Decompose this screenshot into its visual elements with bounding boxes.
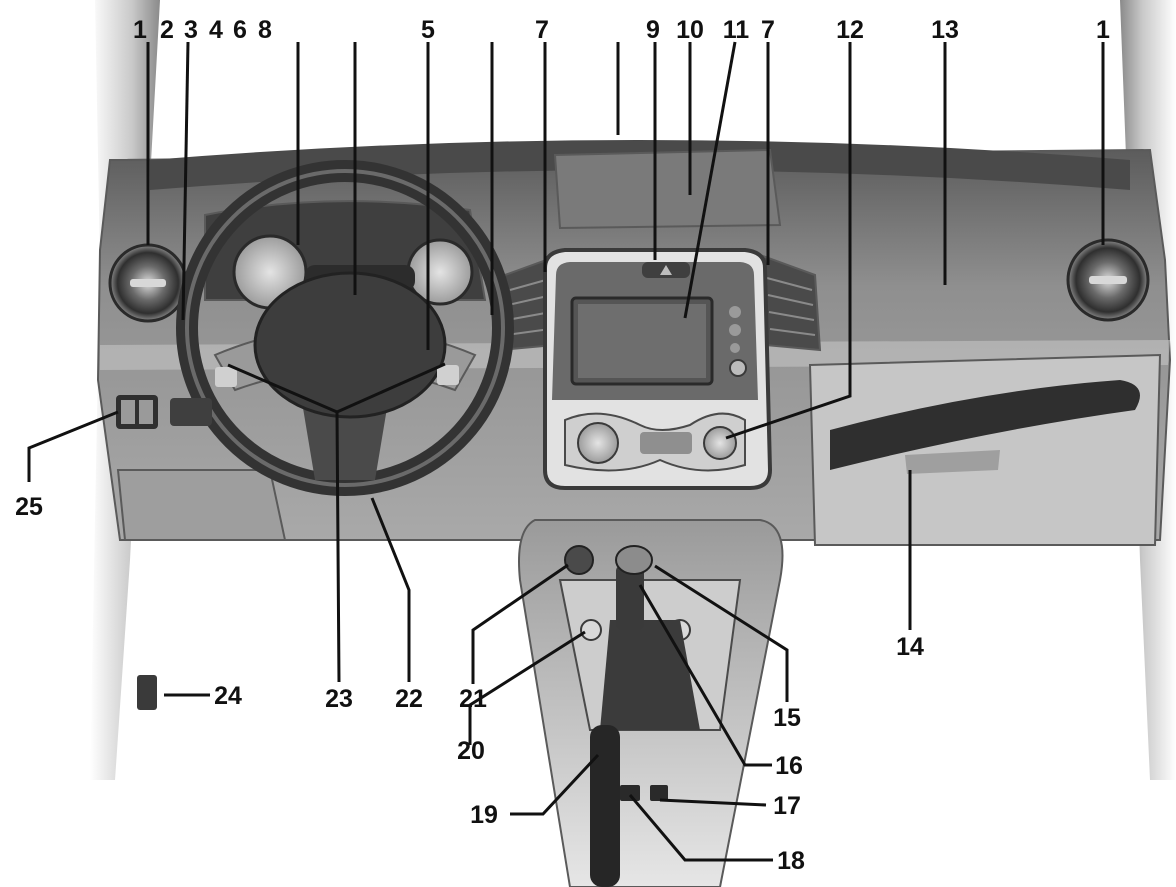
callout-18: 18 (777, 847, 805, 875)
callout-1-left: 1 (133, 16, 147, 44)
callout-4: 4 (209, 16, 223, 44)
callout-19: 19 (470, 801, 498, 829)
callout-13: 13 (931, 16, 959, 44)
callout-7-left: 7 (535, 16, 549, 44)
callout-25: 25 (15, 493, 43, 521)
callout-6: 6 (233, 16, 247, 44)
hazard-warning-button (642, 262, 690, 278)
top-callouts: 1 2 3 4 6 8 5 7 9 10 11 7 12 13 1 (133, 16, 1110, 44)
callout-11: 11 (723, 16, 750, 44)
callout-12: 12 (836, 16, 864, 44)
left-switch-panel (116, 395, 212, 429)
center-console (518, 519, 784, 887)
callout-14: 14 (896, 633, 924, 661)
callout-23: 23 (325, 685, 353, 713)
callout-3: 3 (184, 16, 198, 44)
callout-20: 20 (457, 737, 485, 765)
callout-17: 17 (773, 792, 801, 820)
callout-1-right: 1 (1096, 16, 1110, 44)
callout-21: 21 (459, 685, 487, 713)
right-air-vent (1066, 238, 1150, 322)
left-air-vent (108, 243, 188, 323)
bonnet-release-lever (137, 675, 157, 710)
side-callouts: 25 23 22 21 24 14 15 20 16 19 17 18 (15, 493, 924, 875)
callout-16: 16 (775, 752, 803, 780)
callout-7-right: 7 (761, 16, 775, 44)
callout-15: 15 (773, 704, 801, 732)
center-right-vent (758, 253, 822, 352)
instrument-cluster (204, 200, 487, 310)
multifunction-display-hood (553, 148, 782, 230)
steering-wheel (176, 160, 514, 496)
callout-10: 10 (676, 16, 704, 44)
callout-9: 9 (646, 16, 660, 44)
leader-lines (27, 41, 1105, 862)
callout-5: 5 (421, 16, 435, 44)
callout-22: 22 (395, 685, 423, 713)
glovebox-handle (830, 380, 1140, 474)
callout-8: 8 (258, 16, 272, 44)
climate-control-panel (564, 412, 746, 472)
callout-2: 2 (160, 16, 174, 44)
callout-24: 24 (214, 682, 242, 710)
